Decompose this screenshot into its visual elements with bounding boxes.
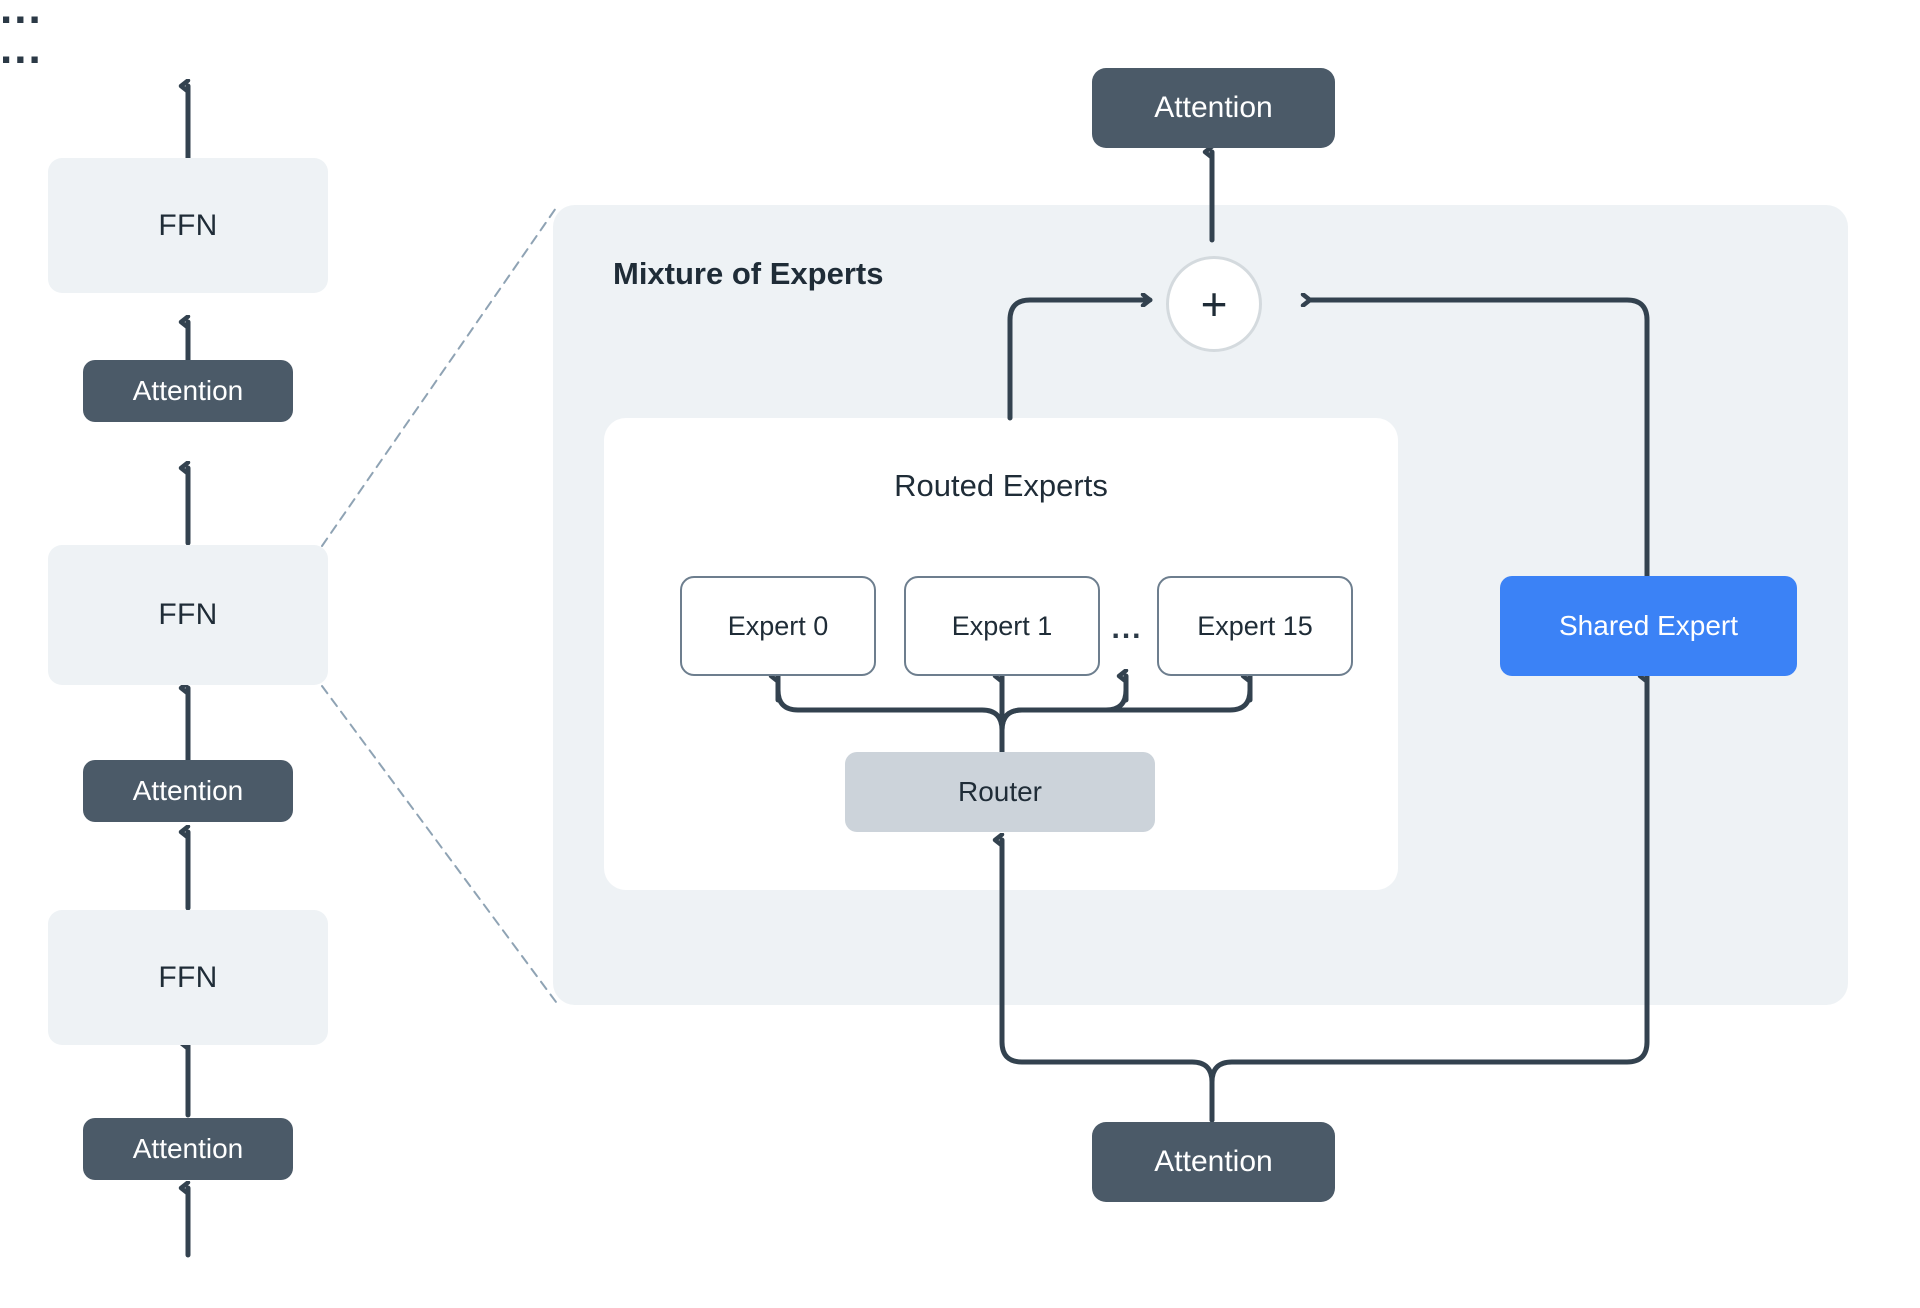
expert-box-0[interactable]: Expert 0 bbox=[680, 576, 876, 676]
expert-label-15: Expert 15 bbox=[1197, 610, 1313, 641]
attention-label-middle: Attention bbox=[132, 775, 244, 806]
expert-box-1[interactable]: Expert 1 bbox=[904, 576, 1100, 676]
sum-node[interactable]: + bbox=[1166, 256, 1262, 352]
shared-expert-label: Shared Expert bbox=[1559, 610, 1738, 641]
ffn-box-top[interactable]: FFN bbox=[48, 158, 328, 293]
attention-label-bottom: Attention bbox=[132, 1133, 244, 1164]
router-box[interactable]: Router bbox=[845, 752, 1155, 832]
top-ellipsis: ... bbox=[0, 0, 43, 33]
dashed-connector-top bbox=[321, 207, 557, 547]
moe-panel-title: Mixture of Experts bbox=[613, 256, 884, 291]
attention-box-bottom[interactable]: Attention bbox=[83, 1118, 293, 1180]
moe-top-attention-box[interactable]: Attention bbox=[1092, 68, 1335, 148]
ffn-box-bottom[interactable]: FFN bbox=[48, 910, 328, 1045]
dashed-connector-bottom bbox=[321, 685, 557, 1003]
router-label: Router bbox=[957, 776, 1043, 807]
ffn-label-middle: FFN bbox=[158, 598, 218, 631]
expert-label-1: Expert 1 bbox=[951, 610, 1053, 641]
attention-label-top: Attention bbox=[132, 375, 244, 406]
ffn-box-middle[interactable]: FFN bbox=[48, 545, 328, 685]
attention-box-top[interactable]: Attention bbox=[83, 360, 293, 422]
moe-bottom-attention-label: Attention bbox=[1154, 1145, 1273, 1178]
expert-box-15[interactable]: Expert 15 bbox=[1157, 576, 1353, 676]
ffn-label-top: FFN bbox=[158, 208, 218, 242]
bottom-ellipsis: ... bbox=[0, 24, 43, 73]
plus-icon: + bbox=[1200, 278, 1228, 330]
ffn-label-bottom: FFN bbox=[158, 960, 218, 994]
routed-experts-title: Routed Experts bbox=[894, 468, 1108, 503]
moe-top-attention-label: Attention bbox=[1154, 91, 1273, 124]
shared-expert-box[interactable]: Shared Expert bbox=[1500, 576, 1797, 676]
attention-box-middle[interactable]: Attention bbox=[83, 760, 293, 822]
experts-ellipsis: ... bbox=[1111, 612, 1143, 645]
expert-label-0: Expert 0 bbox=[727, 610, 829, 641]
moe-bottom-attention-box[interactable]: Attention bbox=[1092, 1122, 1335, 1202]
